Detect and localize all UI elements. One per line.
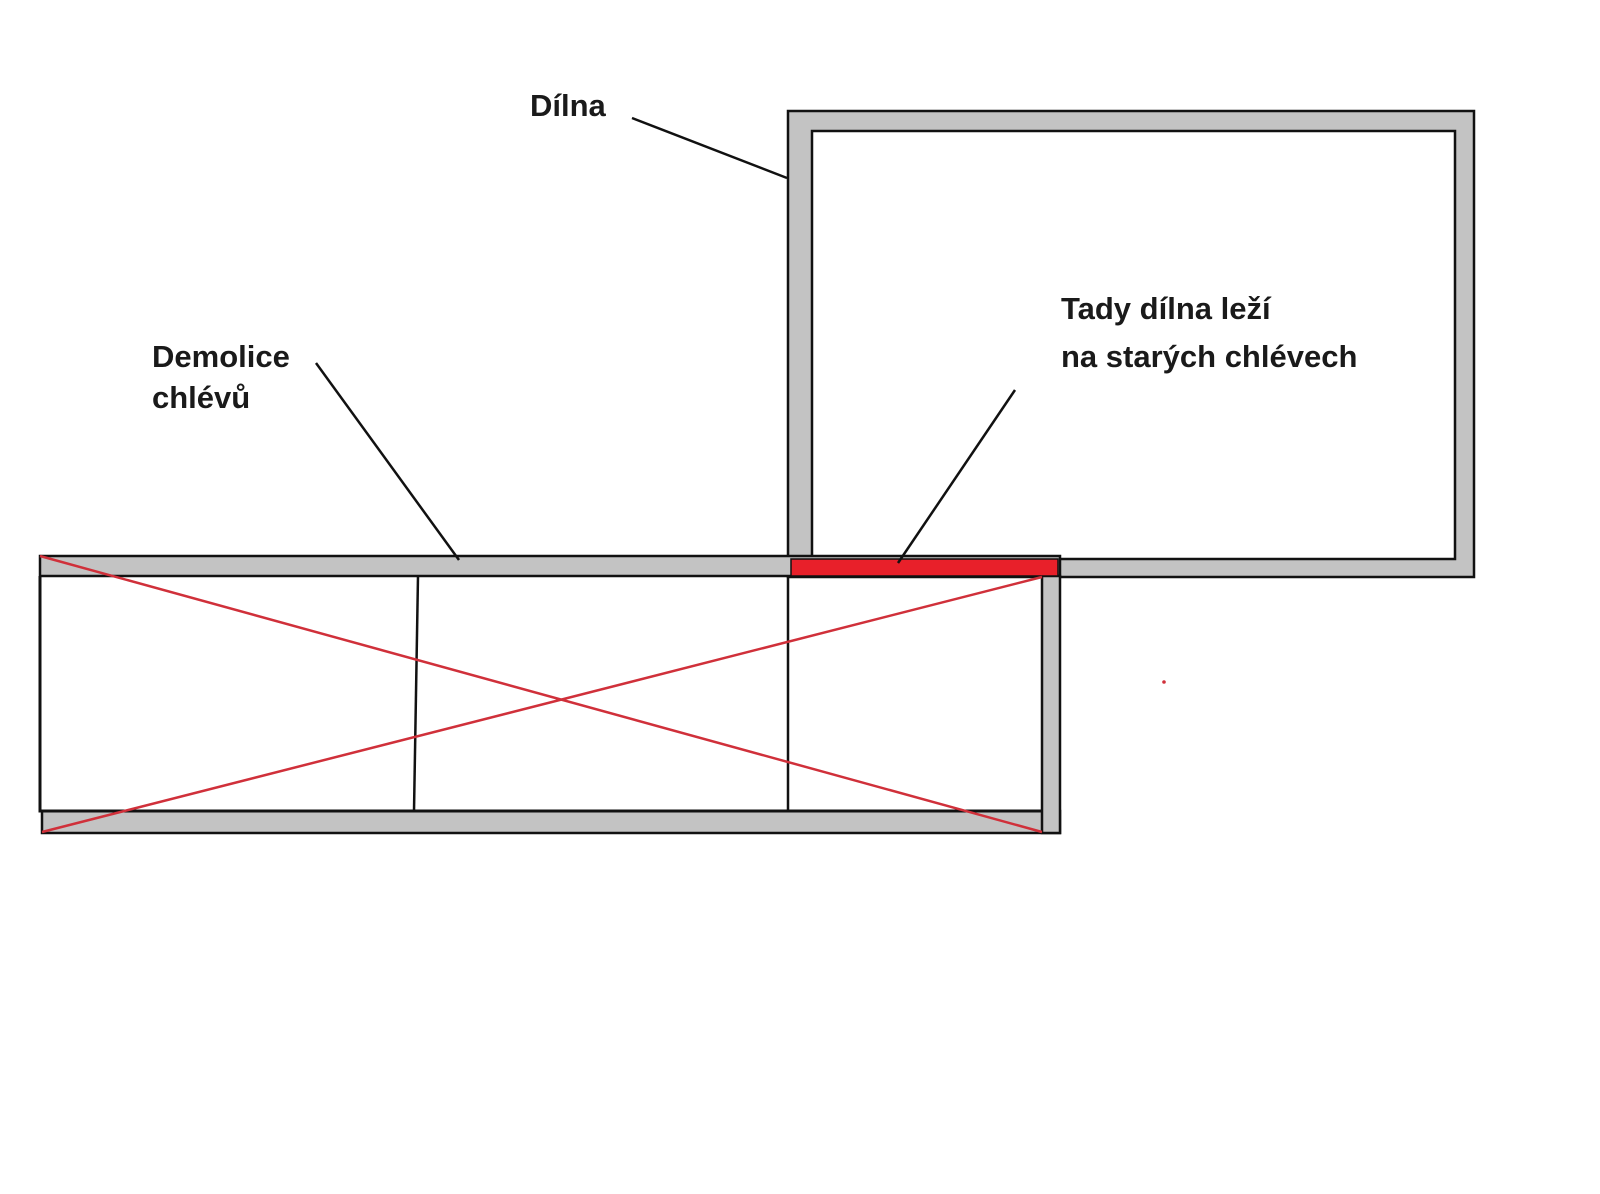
cross-line-1 bbox=[39, 554, 1043, 834]
barns-partition-1 bbox=[412, 575, 420, 812]
overlap-leader-line bbox=[896, 389, 1017, 564]
barns-building bbox=[38, 554, 1062, 835]
workshop-building bbox=[786, 109, 1476, 579]
workshop-wall bbox=[786, 109, 1476, 579]
demolition-cross-out bbox=[39, 554, 1043, 834]
stray-dot bbox=[1162, 680, 1166, 684]
barns-inner-outline bbox=[38, 576, 1042, 813]
workshop-leader-line bbox=[631, 116, 788, 180]
barns-bottom-wall bbox=[40, 809, 1062, 835]
demolition-leader-line bbox=[314, 362, 461, 561]
overlap-highlight bbox=[790, 558, 1059, 577]
barns-right-wall bbox=[1040, 574, 1062, 835]
workshop-label: Dílna bbox=[530, 88, 607, 123]
overlap-label-line1: Tady dílna leží bbox=[1061, 291, 1272, 326]
demolition-label-line2: chlévů bbox=[152, 380, 250, 415]
demolition-label-line1: Demolice bbox=[152, 339, 290, 374]
cross-line-2 bbox=[41, 575, 1043, 834]
overlap-label-line2: na starých chlévech bbox=[1061, 339, 1357, 374]
